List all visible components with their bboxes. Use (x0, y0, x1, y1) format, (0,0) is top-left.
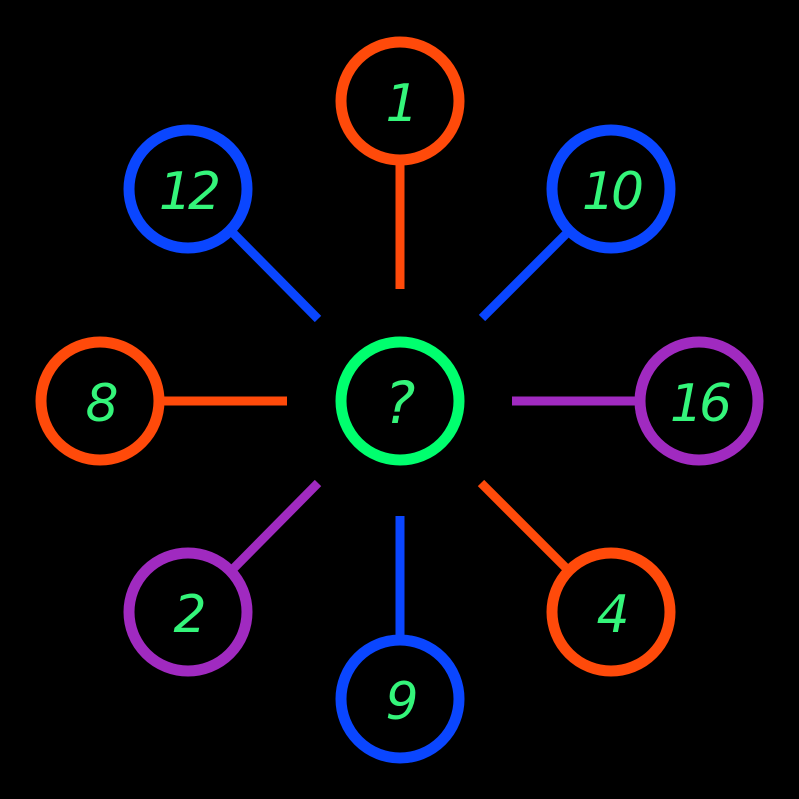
center-ring (335, 336, 465, 466)
node-top: 1 (335, 36, 465, 166)
node-ring (546, 547, 676, 677)
node-ring (35, 336, 165, 466)
center-label: ? (385, 369, 416, 437)
spoke-bottom-right (477, 479, 570, 572)
node-label: 1 (385, 74, 414, 134)
node-label: 4 (596, 585, 626, 645)
spoke-top-left (229, 229, 322, 323)
node-label: 9 (385, 672, 415, 732)
center-node: ? (335, 336, 465, 466)
spoke-top-right (478, 228, 572, 322)
node-left: 8 (35, 336, 165, 466)
node-label: 12 (159, 162, 218, 222)
node-bottom: 9 (335, 634, 465, 764)
node-ring (335, 634, 465, 764)
node-top-right: 10 (546, 124, 676, 254)
node-ring (123, 547, 253, 677)
node-top-left: 12 (123, 124, 253, 254)
node-label: 2 (173, 585, 203, 645)
node-label: 10 (582, 162, 642, 222)
node-bottom-right: 4 (546, 547, 676, 677)
node-bottom-left: 2 (123, 547, 253, 677)
spokes (164, 164, 636, 637)
node-ring (335, 36, 465, 166)
node-right: 16 (634, 336, 764, 466)
node-ring (634, 336, 764, 466)
node-ring (546, 124, 676, 254)
node-label: 8 (85, 374, 116, 434)
spoke-bottom-left (230, 479, 322, 572)
node-ring (123, 124, 253, 254)
node-label: 16 (670, 374, 730, 434)
